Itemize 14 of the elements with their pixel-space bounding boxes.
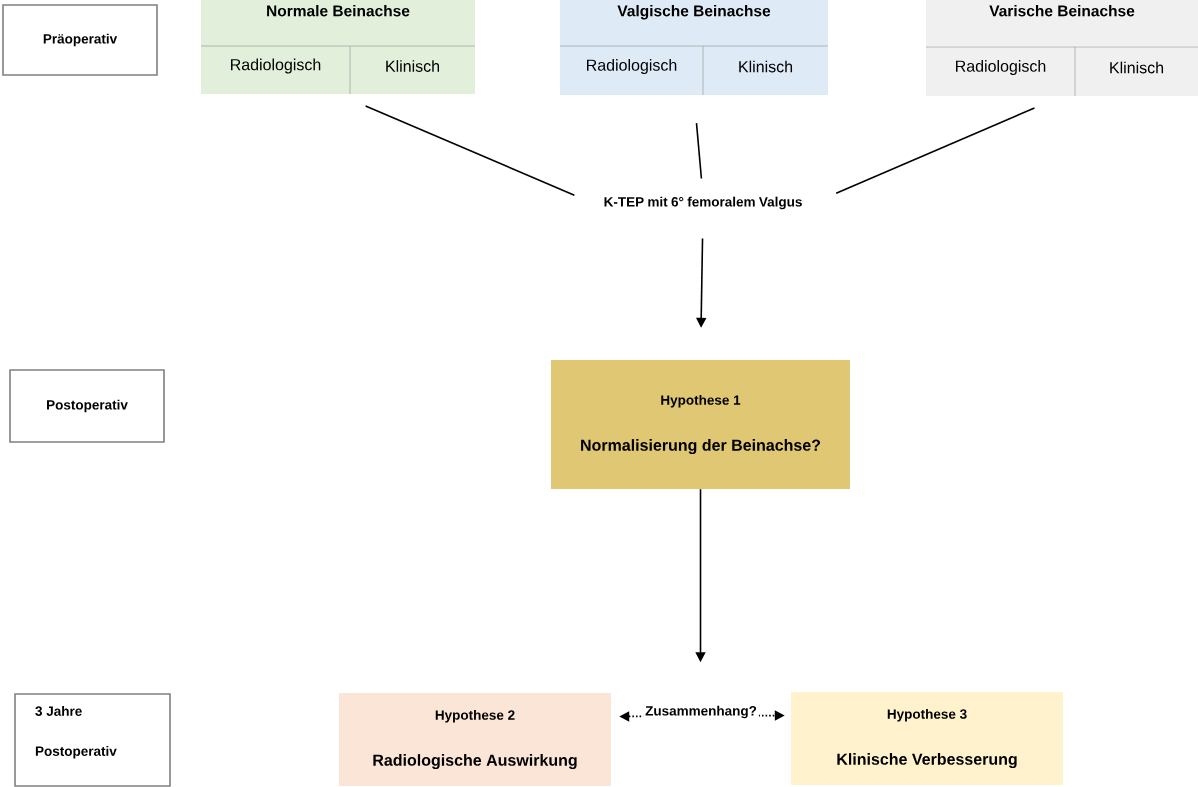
table-cell: Klinisch xyxy=(386,60,439,72)
stage-box: Präoperativ xyxy=(2,4,158,76)
table-cell: Radiologisch xyxy=(587,59,677,74)
table-cell: Radiologisch xyxy=(956,60,1046,75)
table-cell: Klinisch xyxy=(739,60,793,73)
hypothesis-box: Hypothese 2 Radiologische Auswirkung xyxy=(339,693,611,786)
hypothesis-box: Hypothese 1 Normalisierung der Beinachse? xyxy=(551,360,850,489)
stage-box: Postoperativ xyxy=(9,369,165,443)
stage-box: 3 Jahre Postoperativ xyxy=(14,693,171,787)
step-text: K-TEP mit 6° femoralem Valgus xyxy=(604,196,802,210)
edge-label: Zusammenhang? xyxy=(643,703,759,721)
table-cell: Radiologisch xyxy=(231,58,321,74)
hypothesis-box: Hypothese 3 Klinische Verbesserung xyxy=(791,692,1063,785)
table-cell: Klinisch xyxy=(1110,61,1164,74)
